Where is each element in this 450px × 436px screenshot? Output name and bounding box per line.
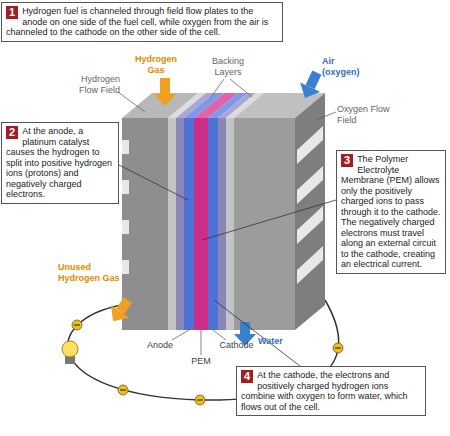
part-label: Air (oxygen) — [322, 56, 372, 77]
electron-symbol — [335, 347, 341, 348]
leader-line — [214, 300, 300, 366]
callout-number: 2 — [6, 126, 18, 139]
callout-box: 4At the cathode, the electrons and posit… — [236, 366, 426, 416]
light-bulb — [62, 341, 78, 357]
callout-text: At the cathode, the electrons and positi… — [241, 370, 408, 412]
callout-text: Hydrogen fuel is channeled through field… — [6, 6, 268, 37]
part-label: PEM — [186, 356, 216, 367]
hydrogen-channel — [122, 220, 129, 234]
leader-line — [211, 79, 224, 97]
leader-line — [201, 330, 202, 355]
leader-line — [172, 330, 189, 340]
leader-line — [213, 330, 226, 340]
leader-line — [118, 92, 145, 112]
part-label: Oxygen Flow Field — [337, 104, 395, 125]
callout-number: 3 — [341, 154, 353, 167]
electron-symbol — [74, 324, 80, 325]
electron-symbol — [120, 389, 126, 390]
part-label: Anode — [140, 340, 180, 351]
backing-layer — [176, 118, 184, 330]
callout-box: 2At the anode, a platinum catalyst cause… — [1, 122, 119, 204]
leader-line — [316, 112, 336, 120]
part-label: Backing Layers — [200, 56, 256, 77]
electron-symbol — [195, 395, 205, 405]
callout-number: 1 — [6, 6, 18, 19]
hydrogen-channel — [122, 140, 129, 154]
electron-symbol — [197, 399, 203, 400]
part-label: Cathode — [214, 340, 259, 351]
air-arrow — [295, 82, 320, 102]
hydrogen-flow-plate — [122, 118, 168, 330]
pem-layer — [194, 118, 208, 330]
air-channel — [297, 246, 323, 284]
leader-line — [202, 200, 336, 240]
air-channel — [297, 166, 323, 204]
hydrogen-channel — [122, 180, 129, 194]
cathode-layer — [208, 118, 218, 330]
unused-hydrogen-arrow — [104, 305, 129, 327]
air-channel — [297, 126, 323, 164]
oxygen-flow-plate — [234, 118, 295, 330]
backing-layer — [218, 118, 226, 330]
hydrogen-arrow — [154, 94, 176, 106]
leader-line — [119, 165, 188, 200]
hydrogen-arrow — [160, 78, 170, 94]
electron-symbol — [118, 385, 128, 395]
backing-layer — [168, 118, 176, 330]
air-channel — [297, 206, 323, 244]
electron-symbol — [333, 343, 343, 353]
backing-layer — [226, 118, 234, 330]
part-label: Hydrogen Flow Field — [62, 74, 120, 95]
part-label: Unused Hydrogen Gas — [58, 262, 124, 283]
callout-text: At the anode, a platinum catalyst causes… — [6, 126, 112, 199]
leader-line — [230, 79, 252, 97]
callout-box: 1Hydrogen fuel is channeled through fiel… — [1, 2, 283, 42]
part-label: Hydrogen Gas — [128, 54, 184, 75]
part-label: Water — [258, 336, 298, 347]
callout-text: The Polymer Electrolyte Membrane (PEM) a… — [341, 154, 441, 269]
anode-layer — [184, 118, 194, 330]
hydrogen-channel — [122, 260, 129, 274]
callout-number: 4 — [241, 370, 253, 383]
plate-side — [295, 93, 325, 330]
callout-box: 3The Polymer Electrolyte Membrane (PEM) … — [336, 150, 446, 274]
electron-symbol — [72, 320, 82, 330]
